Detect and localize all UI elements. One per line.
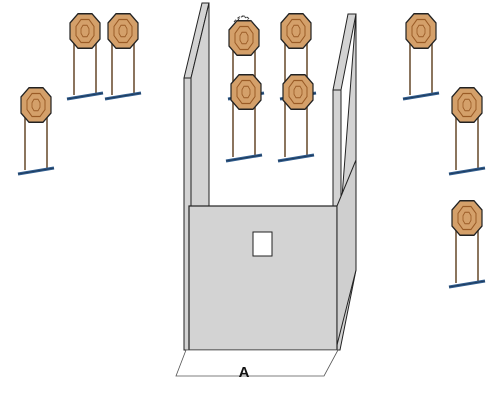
stand-base-icon [65,91,105,101]
stand-base-icon [16,166,56,176]
stand-base-icon [103,91,143,101]
octagon-steel-target-icon [451,200,483,236]
target-stand-icon [447,200,487,289]
targets-layer [16,13,487,289]
window-port-icon [252,231,273,257]
stand-base-icon [224,153,264,163]
octagon-steel-target-icon [69,13,101,49]
octagon-steel-target-icon [282,74,314,110]
octagon-steel-target-icon [228,20,260,56]
target-stand-icon [401,13,441,101]
octagon-steel-target-icon [20,87,52,123]
barricade-front-wall [188,205,338,351]
octagon-steel-target-icon [280,13,312,49]
octagon-steel-target-icon [405,13,437,49]
target-stand-icon [16,87,56,176]
target-stand-icon [226,74,266,110]
target-stand-icon [278,74,318,110]
shooting-area-box [175,349,339,377]
barricade [183,2,357,351]
swing-indicator-icon [233,15,253,23]
shooting-area-label: A [239,364,250,381]
octagon-steel-target-icon [230,74,262,110]
stand-base-icon [447,279,487,289]
stand-base-icon [447,166,487,176]
target-stand-icon [65,13,105,101]
target-stand-icon [103,13,143,101]
octagon-steel-target-icon [107,13,139,49]
swing-indicator-inner-icon [237,16,249,21]
barricade-right-inner-face [332,89,342,207]
stand-base-icon [276,153,316,163]
barricade-right-side-face [336,159,357,346]
target-stand-icon [447,87,487,176]
stand-base-icon [401,91,441,101]
octagon-steel-target-icon [451,87,483,123]
